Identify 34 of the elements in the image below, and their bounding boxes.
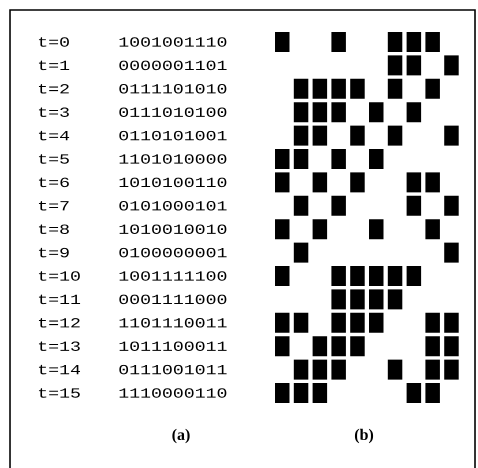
time-label: t=4: [38, 130, 70, 140]
time-label: t=10: [38, 271, 80, 281]
time-label: t=15: [38, 388, 80, 398]
bit-string: 1001001110: [120, 37, 226, 47]
bit-string: 0111010100: [119, 107, 226, 117]
bit-string: 1101010000: [120, 154, 226, 164]
bit-string: 0111001011: [119, 364, 227, 374]
bit-string: 1010010010: [120, 224, 226, 234]
bit-string: 0000001101: [119, 60, 227, 70]
bit-string: 1011100011: [120, 341, 227, 351]
bit-string: 1001111100: [120, 271, 226, 281]
time-label: t=8: [38, 224, 69, 234]
panel-label: (b): [354, 428, 374, 444]
time-label: t=1: [38, 60, 70, 70]
time-label: t=13: [38, 341, 80, 351]
bit-string: 0101000101: [119, 201, 227, 211]
time-label: t=5: [38, 154, 69, 164]
bit-string: 1101110011: [120, 318, 227, 328]
bit-string: 0110101001: [119, 130, 227, 140]
time-label: t=0: [38, 37, 69, 47]
time-label: t=12: [38, 318, 80, 328]
time-label: t=2: [38, 84, 69, 94]
time-label: t=14: [38, 364, 80, 374]
panel-label: (a): [172, 428, 190, 444]
bit-string: 0100000001: [119, 248, 227, 258]
time-label: t=11: [38, 294, 80, 304]
bit-string: 1010100110: [120, 178, 226, 188]
time-label: t=3: [38, 107, 69, 117]
bit-string: 1110000110: [120, 388, 226, 398]
time-label: t=7: [38, 201, 69, 211]
time-label: t=9: [38, 248, 69, 258]
time-label: t=6: [38, 178, 69, 188]
bit-string: 0001111000: [119, 294, 226, 304]
bit-string: 0111101010: [119, 84, 226, 94]
